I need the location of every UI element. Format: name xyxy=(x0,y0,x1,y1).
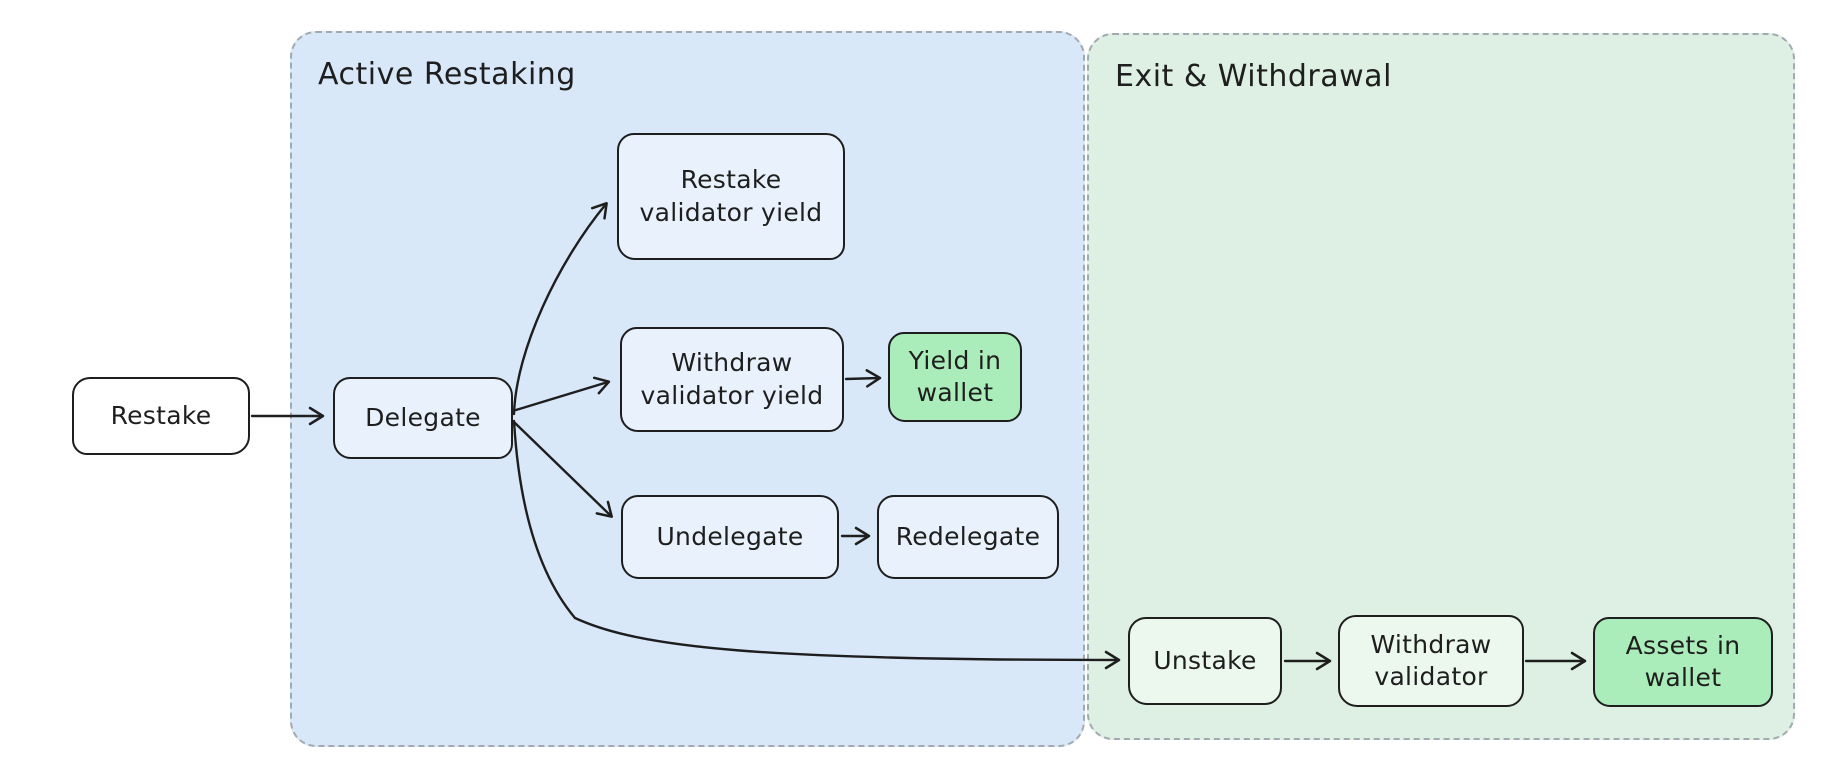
node-unstake[interactable]: Unstake xyxy=(1128,617,1282,705)
node-yield-in-wallet[interactable]: Yield in wallet xyxy=(888,332,1022,422)
node-restake-validator-yield[interactable]: Restake validator yield xyxy=(617,133,845,260)
node-restake[interactable]: Restake xyxy=(72,377,250,455)
arrow-delegate-to-restake-validator-yield[interactable] xyxy=(512,201,608,416)
node-undelegate[interactable]: Undelegate xyxy=(621,495,839,579)
node-delegate[interactable]: Delegate xyxy=(333,377,513,459)
arrow-delegate-to-undelegate[interactable] xyxy=(513,421,613,518)
region-active-restaking-label: Active Restaking xyxy=(318,57,576,92)
arrow-delegate-to-unstake[interactable] xyxy=(512,419,1121,670)
node-withdraw-validator[interactable]: Withdraw validator xyxy=(1338,615,1524,707)
node-assets-in-wallet[interactable]: Assets in wallet xyxy=(1593,617,1773,707)
node-redelegate[interactable]: Redelegate xyxy=(877,495,1059,579)
arrow-withdraw-validator-yield-to-yield-in-wallet[interactable] xyxy=(844,369,882,388)
region-exit-withdrawal-label: Exit & Withdrawal xyxy=(1115,59,1392,94)
arrow-delegate-to-withdraw-validator-yield[interactable] xyxy=(514,376,611,412)
node-withdraw-validator-yield[interactable]: Withdraw validator yield xyxy=(620,327,844,432)
